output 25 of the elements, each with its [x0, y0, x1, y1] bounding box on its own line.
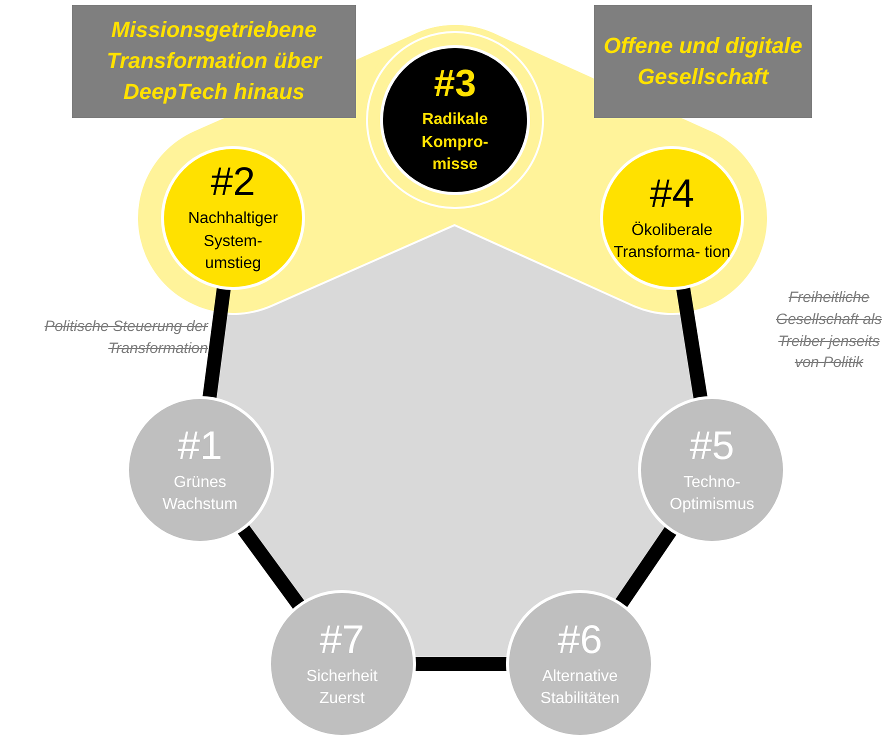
- note-text: Politische Steuerung der Transformation: [44, 317, 208, 359]
- scenario-title: Sicherheit Zuerst: [305, 666, 379, 709]
- heading-text: Missionsgetriebene Transformation über DeepTech hinaus: [106, 16, 324, 106]
- scenario-number: #1: [178, 424, 222, 468]
- title-box: [72, 5, 356, 118]
- scenario-title: Grünes Wachstum: [162, 472, 238, 515]
- title-box: [594, 5, 812, 118]
- scenario-title: Nachhaltiger System- umstieg: [187, 209, 279, 274]
- scenario-title: Alternative Stabilitäten: [539, 666, 621, 709]
- scenario-number: #4: [650, 172, 694, 216]
- scenario-number: #5: [690, 424, 734, 468]
- connector-line: [236, 524, 306, 610]
- scenario-number: #3: [434, 64, 476, 106]
- connector-line: [676, 286, 708, 400]
- heading-text: Offene und digitale Gesellschaft: [602, 32, 804, 90]
- connector-line: [614, 526, 678, 608]
- scenario-number: #7: [320, 618, 364, 662]
- scenario-title: Techno- Optimismus: [668, 472, 756, 515]
- scenario-number: #6: [558, 618, 602, 662]
- note-text: Freiheitliche Gesellschaft als Treiber jenseits von Politik: [775, 288, 883, 374]
- scenario-number: #2: [210, 160, 256, 204]
- connector-line: [414, 657, 508, 671]
- scenario-title: Ökoliberale Transforma- tion: [613, 220, 731, 263]
- connector-line: [202, 286, 231, 400]
- scenario-title: Radikale Kompro- misse: [420, 110, 490, 176]
